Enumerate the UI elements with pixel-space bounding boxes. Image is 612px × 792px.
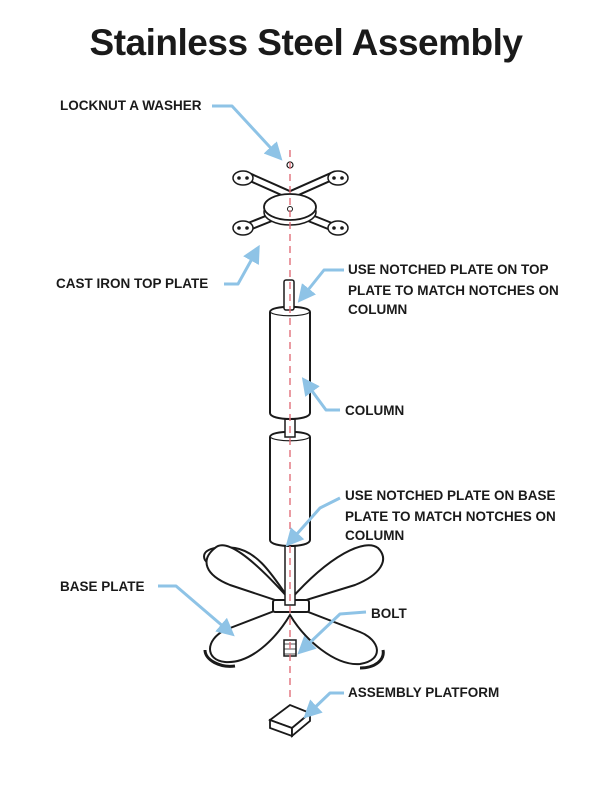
arrow-notched-top [300, 270, 344, 300]
top-rod [284, 280, 294, 310]
arrow-top-plate [224, 248, 258, 284]
arrow-platform [306, 693, 344, 716]
arrow-locknut [212, 106, 280, 158]
assembly-platform [270, 705, 310, 736]
arrow-base-plate [158, 586, 232, 634]
